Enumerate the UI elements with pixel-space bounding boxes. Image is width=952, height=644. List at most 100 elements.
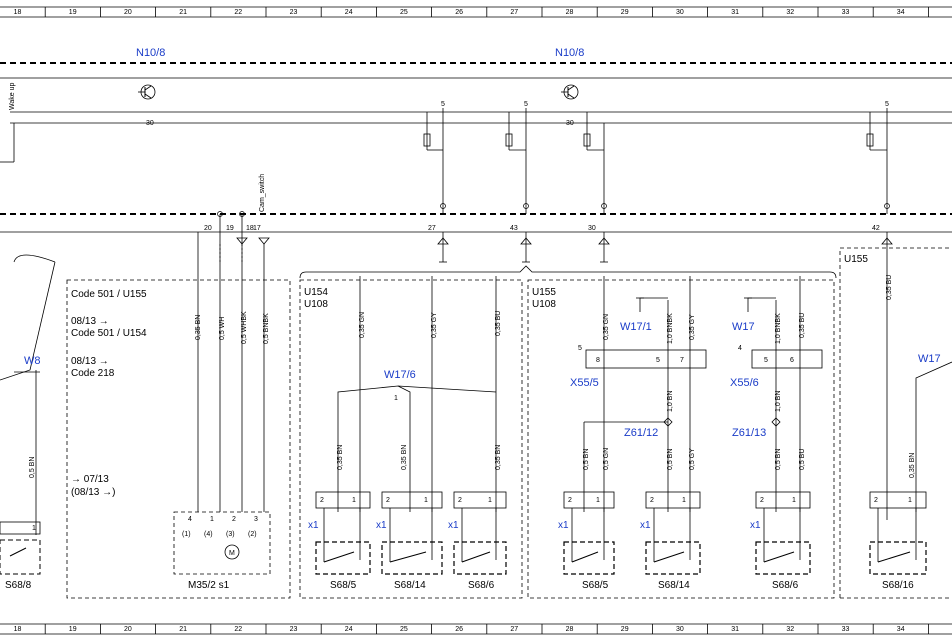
wire-label: 0,5 WH [219,317,226,340]
wire-label: 0,35 GY [689,314,696,340]
grid-number: 33 [842,9,850,16]
component-s68-14: S68/14 [658,580,690,591]
pin-8: 8 [596,357,600,364]
grid-number: 30 [676,9,684,16]
grid-number: 20 [124,9,132,16]
switch-housing [453,541,507,575]
wire-label: 0,35 BN [195,315,202,340]
pin-20: 20 [204,225,212,232]
bus-30-label-right: 30 [566,120,574,127]
pin-4: 4 [738,345,742,352]
pin-18: 18 [246,225,254,232]
label-x1: x1 [308,520,319,531]
label-w17-1: W17/1 [620,321,652,333]
wire-label: 0,5 BNBK [263,313,270,344]
pin-label: 1 [596,497,600,504]
pin-label: 2 [568,497,572,504]
component-s68-6: S68/6 [468,580,495,591]
group-u155 [527,276,835,599]
switch-contact [389,551,427,563]
pin-label: 2 [320,497,324,504]
bottom-grid-ruler [0,623,952,635]
wire-label: 0,5 BN [29,457,36,478]
pin-paren-4: (4) [204,531,213,538]
variant-u108: U108 [532,299,556,310]
wire-label: 0,35 BN [337,445,344,470]
switch-s68-8 [0,521,41,575]
pin-4: 4 [188,516,192,523]
pin-paren-1: (1) [182,531,191,538]
w8-harness [0,254,56,535]
grid-number: 28 [566,626,574,633]
connector-housing [563,491,615,509]
connector-housing [381,491,443,509]
switch-housing [755,541,811,575]
grid-number: 26 [455,626,463,633]
transistor-icon [561,84,579,100]
grid-number: 24 [345,626,353,633]
pin-6: 6 [790,357,794,364]
grid-number: 24 [345,9,353,16]
wire-label: 0,5 WHBK [241,311,248,344]
wire-label: 0,35 BN [401,445,408,470]
wire-label: 0,5 GN [603,448,610,470]
switch-contact [461,551,491,563]
wire-label: 0,35 BU [886,275,893,300]
connector-housing [755,491,811,509]
variant-u108: U108 [304,299,328,310]
pin-1: 1 [394,395,398,402]
label-x1: x1 [448,520,459,531]
switch-contact [323,551,355,563]
code-note-range1: → 07/13 [71,474,109,485]
grid-number: 30 [676,626,684,633]
switch-contact [653,551,685,563]
code-note-line2: Code 501 / U154 [71,328,147,339]
pin-5-label: 5 [441,101,445,108]
pin-27: 27 [428,225,436,232]
switch-housing [381,541,443,575]
pin-label: 2 [650,497,654,504]
pin-label: 2 [386,497,390,504]
group-u155-right [839,247,952,599]
pin-17: 17 [253,225,261,232]
wire-label: 0,35 GY [431,312,438,338]
code-note-line3: Code 218 [71,368,115,379]
grid-number: 25 [400,9,408,16]
component-s68-6: S68/6 [772,580,799,591]
grid-number: 34 [897,626,905,633]
variant-u155: U155 [844,254,868,265]
grid-number: 23 [290,626,298,633]
grid-number: 29 [621,626,629,633]
grid-number: 31 [731,9,739,16]
pin-label: 2 [458,497,462,504]
pin-paren-3: (3) [226,531,235,538]
component-s68-8: S68/8 [5,580,32,591]
connector-housing [645,491,701,509]
pin-label: 1 [908,497,912,504]
harness-split [299,265,837,279]
grid-number: 22 [234,626,242,633]
pin-5-label: 5 [524,101,528,108]
grid-number: 18 [14,626,22,633]
pin-5: 5 [656,357,660,364]
grid-number: 27 [510,626,518,633]
grid-number: 21 [179,9,187,16]
component-m35-2: M35/2 s1 [188,580,230,591]
wake-up-label: Wake up [9,83,16,110]
switch-contact [571,551,599,563]
group-u154 [299,276,523,599]
grid-number: 32 [786,9,794,16]
grid-number: 32 [786,626,794,633]
variant-u154: U154 [304,287,328,298]
pin-19: 19 [226,225,234,232]
wire-label: 0,5 BN [667,449,674,470]
wire-label: 0,35 BU [495,311,502,336]
m35-wires [173,214,271,575]
label-x1: x1 [376,520,387,531]
label-w8: W8 [24,355,41,367]
grid-number: 34 [897,9,905,16]
code-note-date2: 08/13 → [71,356,109,367]
component-s68-5: S68/5 [330,580,357,591]
component-s68-5: S68/5 [582,580,609,591]
pin-5: 5 [578,345,582,352]
